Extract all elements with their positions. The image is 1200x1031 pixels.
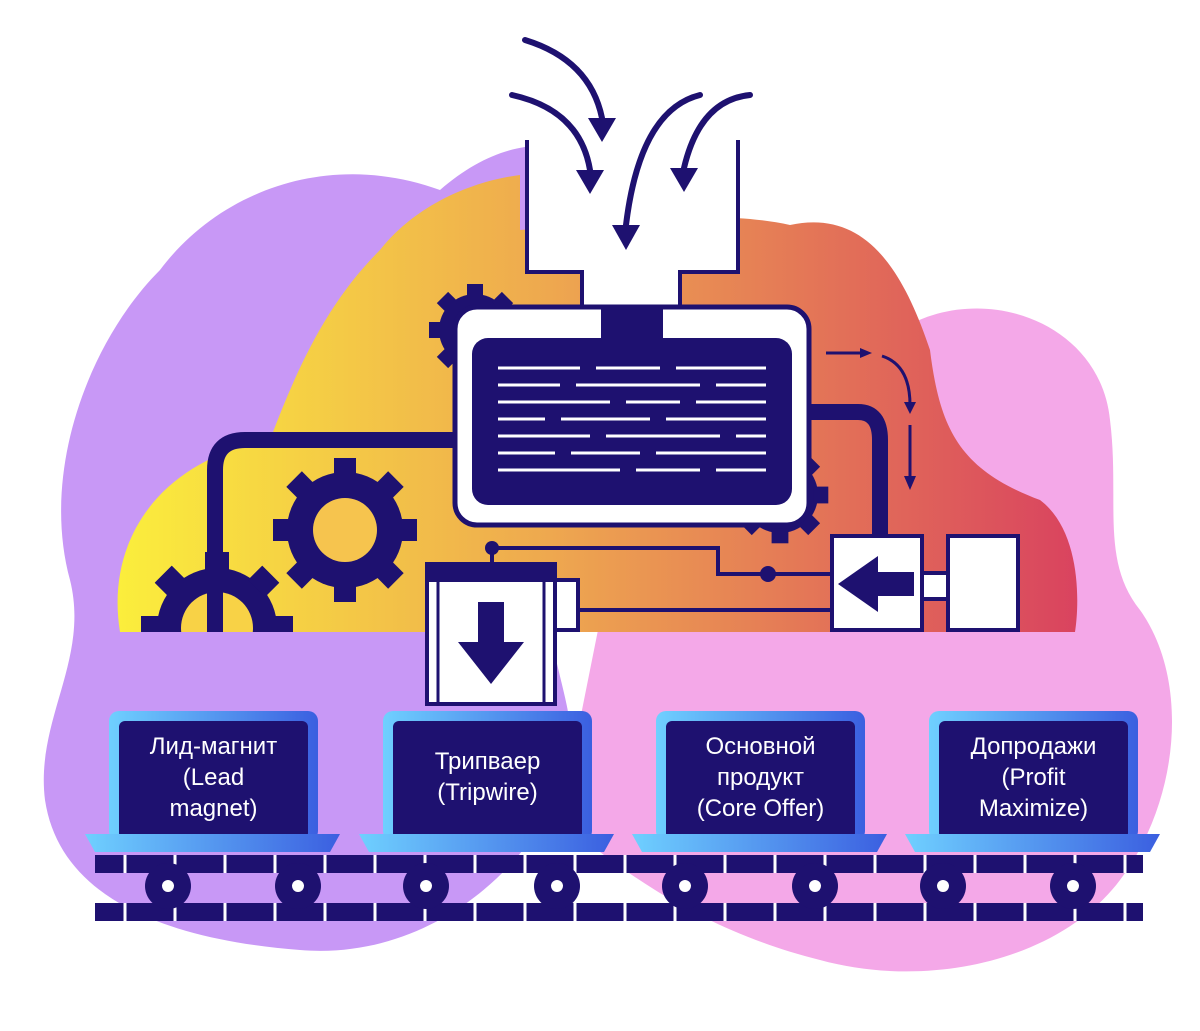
- screen-text-lines: [498, 366, 766, 472]
- stage-label-line: (Profit: [1001, 763, 1066, 791]
- wheel: [920, 863, 966, 909]
- stage-label-line: (Core Offer): [696, 794, 825, 822]
- curved-arrow-icon: [522, 37, 605, 121]
- stage-label-lead-magnet: Лид-магнит (Lead magnet): [119, 721, 308, 833]
- wire-node: [485, 541, 499, 555]
- arrow-down-icon: [458, 602, 524, 684]
- piston-box: [830, 534, 1020, 632]
- stage-label-line: Основной: [705, 732, 816, 760]
- wire-node: [760, 566, 776, 582]
- wheel: [275, 863, 321, 909]
- stage-label-line: (Lead: [182, 763, 245, 791]
- stage-label-line: Трипваер: [434, 748, 541, 775]
- curved-arrow-icon: [509, 92, 593, 173]
- wheel: [792, 863, 838, 909]
- cart: [632, 711, 887, 852]
- arrow-left-icon: [838, 556, 914, 612]
- stage-label-core-offer: Основной продукт (Core Offer): [666, 721, 855, 833]
- cart: [905, 711, 1160, 852]
- gear-icon: [243, 428, 447, 632]
- stage-label-line: magnet): [169, 794, 258, 822]
- curved-arrow-icon: [623, 92, 703, 228]
- cart: [85, 711, 340, 852]
- machine-screen: [452, 304, 812, 528]
- stage-label-profit-maximize: Допродажи (Profit Maximize): [939, 721, 1128, 833]
- belt-wheels: [145, 863, 1096, 909]
- dispenser-box: [425, 562, 580, 706]
- conveyor-belt: [95, 855, 1143, 921]
- wheel: [1050, 863, 1096, 909]
- stage-label-line: Maximize): [978, 794, 1089, 822]
- incoming-arrows: [509, 37, 753, 228]
- stage-label-line: Лид-магнит: [149, 732, 278, 760]
- wheel: [145, 863, 191, 909]
- stage-label-line: (Tripwire): [437, 779, 538, 806]
- product-carts: [85, 711, 1160, 852]
- cart: [359, 711, 614, 852]
- wheel: [534, 863, 580, 909]
- stage-label-line: продукт: [717, 763, 804, 791]
- curved-arrow-icon: [681, 92, 753, 171]
- wheel: [662, 863, 708, 909]
- pipes: [207, 404, 888, 632]
- wheel: [403, 863, 449, 909]
- stage-label-tripwire: Трипваер (Tripwire): [393, 721, 582, 833]
- motor-block: [946, 534, 1020, 632]
- flow-arrows: [826, 348, 916, 490]
- arrow-heads: [576, 118, 698, 250]
- stage-label-line: Допродажи: [970, 732, 1097, 760]
